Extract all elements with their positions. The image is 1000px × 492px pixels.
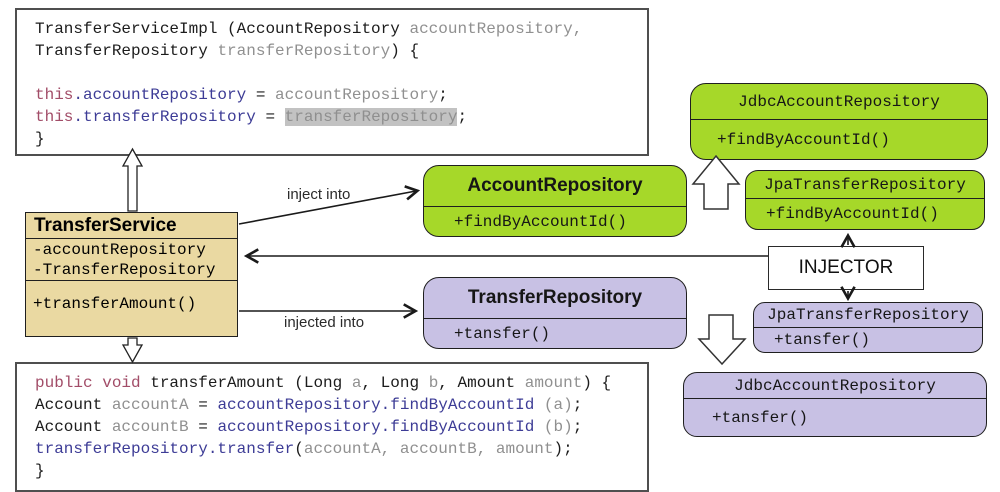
injector-box: INJECTOR (768, 246, 924, 290)
class-method: +transferAmount() (33, 295, 197, 313)
class-method: +findByAccountId() (454, 212, 627, 231)
code-line: this.accountRepository = accountReposito… (35, 86, 448, 104)
code-link-up-arrow (121, 147, 144, 212)
class-attributes: -accountRepository -TransferRepository (26, 239, 237, 281)
implements-up-block-arrow (691, 154, 741, 210)
transfer-amount-code-box: public void transferAmount (Long a, Long… (15, 362, 649, 492)
class-title: JdbcAccountRepository (691, 84, 987, 120)
class-jdbc-account-repository-bottom: JdbcAccountRepository +tansfer() (683, 372, 987, 437)
constructor-code-box: TransferServiceImpl (AccountRepository a… (15, 8, 649, 156)
code-line: TransferServiceImpl (AccountRepository a… (35, 20, 583, 38)
code-line: public void transferAmount (Long a, Long… (35, 374, 612, 392)
attribute: -accountRepository (33, 241, 206, 259)
code-line: transferRepository.transfer(accountA, ac… (35, 440, 573, 458)
class-title: TransferRepository (424, 278, 686, 319)
code-line: Account accountB = accountRepository.fin… (35, 418, 583, 436)
class-jpa-transfer-repository-purple: JpaTransferRepository +tansfer() (753, 302, 983, 353)
class-transfer-service: TransferService -accountRepository -Tran… (25, 212, 238, 337)
inject-into-label: inject into (287, 186, 351, 203)
class-method: +tansfer() (774, 331, 871, 349)
class-transfer-repository: TransferRepository +tansfer() (423, 277, 687, 349)
code-line: TransferRepository transferRepository) { (35, 42, 420, 60)
class-title: AccountRepository (424, 166, 686, 207)
code-line (17, 62, 647, 84)
code-link-down-arrow (121, 337, 144, 364)
implements-down-block-arrow (697, 314, 747, 366)
code-line: this.transferRepository = transferReposi… (35, 108, 468, 126)
attribute: -TransferRepository (33, 261, 216, 279)
class-method: +tansfer() (454, 324, 551, 343)
class-method: +tansfer() (712, 408, 809, 427)
class-title: TransferService (26, 213, 237, 239)
class-title: JdbcAccountRepository (684, 373, 986, 399)
class-jdbc-account-repository-impl: JdbcAccountRepository +findByAccountId() (690, 83, 988, 160)
class-account-repository: AccountRepository +findByAccountId() (423, 165, 687, 237)
injected-into-label: injected into (284, 314, 365, 331)
class-method: +findByAccountId() (766, 205, 939, 223)
class-jpa-transfer-repository-green: JpaTransferRepository +findByAccountId() (745, 170, 985, 230)
code-line: } (35, 462, 45, 480)
injector-label: INJECTOR (798, 257, 894, 278)
class-method: +findByAccountId() (717, 130, 890, 149)
class-title: JpaTransferRepository (754, 303, 982, 328)
code-line: } (35, 130, 45, 148)
class-title: JpaTransferRepository (746, 171, 984, 199)
code-line: Account accountA = accountRepository.fin… (35, 396, 583, 414)
